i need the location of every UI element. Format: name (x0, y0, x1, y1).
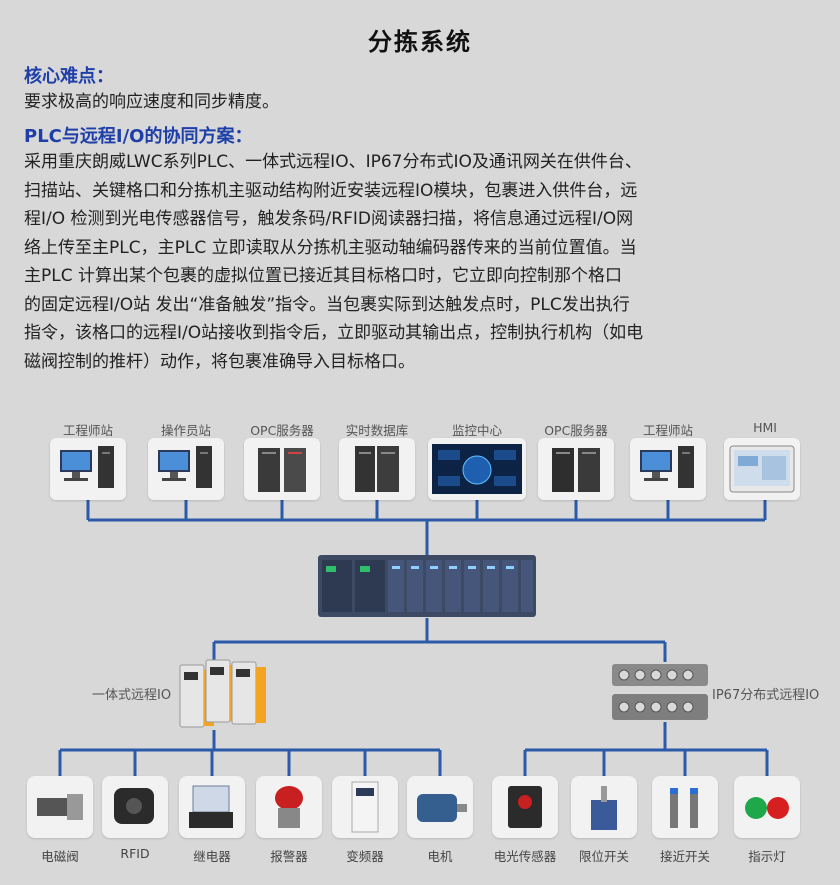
field-device-label: 指示灯 (748, 849, 786, 864)
ip67-remote-io-label: IP67分布式远程IO (712, 688, 820, 703)
top-device-label: 工程师站 (642, 423, 693, 438)
solenoid-valve-icon (37, 794, 83, 820)
alarm-light-icon (275, 786, 303, 828)
bus-lines (58, 500, 769, 776)
monitor-wall-icon (432, 444, 522, 494)
text-line: 扫描站、关键格口和分拣机主驱动结构附近安装远程IO模块，包裹进入供件台，远 (24, 180, 638, 201)
workstation-icon (60, 446, 114, 488)
text-line: 采用重庆朗威LWC系列PLC、一体式远程IO、IP67分布式IO及通讯网关在供件… (24, 152, 642, 172)
top-device-label: 监控中心 (451, 423, 502, 438)
text-line: 磁阀控制的推杆）动作，将包裹准确导入目标格口。 (24, 351, 415, 372)
engineer-station-1 (50, 438, 126, 500)
section-heading-solution: PLC与远程I/O的协同方案： (24, 126, 253, 147)
workstation-icon (158, 446, 212, 488)
workstation-icon (640, 446, 694, 488)
section-heading-core-difficulty: 核心难点： (24, 66, 114, 87)
server-icon (355, 446, 399, 492)
integrated-remote-io-icon (179, 659, 266, 728)
solution-text: 采用重庆朗威LWC系列PLC、一体式远程IO、IP67分布式IO及通讯网关在供件… (24, 148, 816, 376)
limit-switch-icon (591, 786, 617, 830)
server-icon (258, 448, 306, 492)
ip67-distributed-io-icon (612, 664, 708, 720)
field-device-label: 报警器 (270, 849, 308, 864)
field-device-proximity-switch (652, 776, 718, 838)
inverter-icon (351, 781, 379, 833)
photoelectric-sensor-icon (508, 786, 542, 828)
field-device-label: 电机 (427, 849, 453, 864)
relay-icon (189, 785, 233, 828)
engineer-station-2 (630, 438, 706, 500)
rfid-reader-icon (114, 788, 154, 824)
top-device-label: 工程师站 (62, 423, 113, 438)
text-line: 的固定远程I/O站 发出“准备触发”指令。当包裹实际到达触发点时，PLC发出执行 (24, 294, 630, 315)
page-title: 分拣系统 (368, 28, 472, 56)
field-device-indicator-light (734, 776, 800, 838)
opc-server-1 (244, 438, 320, 500)
text-line: 主PLC 计算出某个包裹的虚拟位置已接近其目标格口时，它立即向控制那个格口 (24, 266, 622, 286)
field-device-label: 接近开关 (659, 849, 710, 864)
top-device-label: OPC服务器 (250, 423, 314, 438)
monitoring-center (428, 438, 526, 500)
field-device-label: 变频器 (346, 849, 384, 864)
indicator-light-icon (745, 797, 789, 819)
field-device-label: 继电器 (193, 849, 231, 864)
proximity-switch-icon (670, 788, 698, 828)
field-device-label: 电光传感器 (493, 849, 557, 864)
field-device-alarm (256, 776, 322, 838)
hmi-panel (724, 438, 800, 500)
realtime-database (339, 438, 415, 500)
server-icon (552, 448, 600, 492)
top-device-label: 实时数据库 (345, 423, 409, 438)
top-device-label: OPC服务器 (544, 423, 608, 438)
core-difficulty-text: 要求极高的响应速度和同步精度。 (24, 88, 816, 117)
top-device-label: HMI (753, 420, 777, 435)
field-device-label: RFID (120, 846, 150, 861)
operator-station (148, 438, 224, 500)
field-device-solenoid-valve (27, 776, 93, 838)
top-device-label: 操作员站 (160, 423, 211, 438)
text-line: 程I/O 检测到光电传感器信号，触发条码/RFID阅读器扫描，将信息通过远程I/… (24, 209, 634, 229)
text-line: 要求极高的响应速度和同步精度。 (24, 92, 279, 112)
field-device-motor (407, 776, 473, 838)
text-line: 指令，该格口的远程I/O站接收到指令后，立即驱动其输出点，控制执行机构（如电 (24, 323, 644, 343)
field-device-relay (179, 776, 245, 838)
field-device-limit-switch (571, 776, 637, 838)
integrated-remote-io-label: 一体式远程IO (92, 688, 172, 703)
field-device-rfid (102, 776, 168, 838)
text-line: 络上传至主PLC，主PLC 立即读取从分拣机主驱动轴编码器传来的当前位置值。当 (24, 237, 637, 258)
field-device-photoelectric-sensor (492, 776, 558, 838)
field-device-label: 电磁阀 (41, 849, 79, 864)
field-device-inverter (332, 776, 398, 838)
hmi-panel-icon (729, 445, 795, 493)
field-device-label: 限位开关 (578, 849, 629, 864)
motor-icon (417, 794, 467, 822)
opc-server-2 (538, 438, 614, 500)
plc-rack-icon (318, 555, 536, 617)
